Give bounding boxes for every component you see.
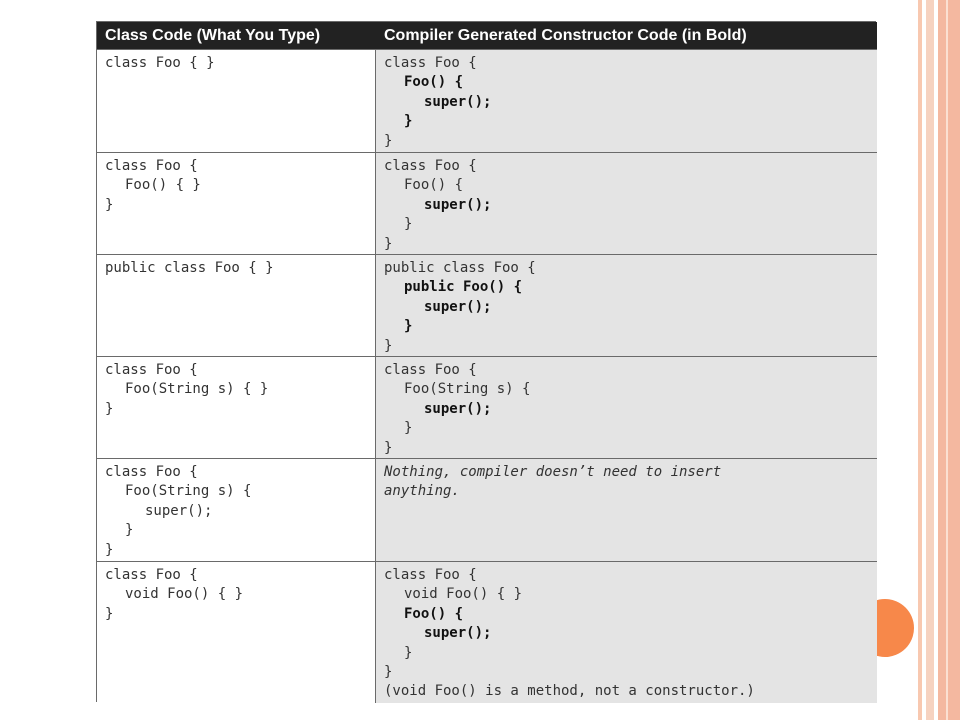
header-compiler-generated: Compiler Generated Constructor Code (in … xyxy=(376,22,877,49)
class-code-cell: class Foo { } xyxy=(97,49,376,152)
generated-code-cell: public class Foo { public Foo() { super();… xyxy=(376,254,877,356)
code-line: anything. xyxy=(384,483,460,500)
code-line: void Foo() { } xyxy=(404,586,523,603)
generated-code-cell: class Foo { Foo(String s) { super();}} xyxy=(376,356,877,458)
code-line: } xyxy=(384,235,393,252)
code-line: } xyxy=(384,439,393,456)
decorative-edge-bar xyxy=(938,0,960,720)
code-line: Foo() { xyxy=(404,74,464,91)
code-line: class Foo { xyxy=(384,567,477,583)
class-code-cell: class Foo { void Foo() { }} xyxy=(97,561,376,703)
code-line: super(); xyxy=(424,400,492,417)
code-line: class Foo { xyxy=(384,362,477,378)
code-line: Nothing, compiler doesn’t need to insert xyxy=(384,464,722,480)
code-line: super(); xyxy=(424,93,492,110)
class-code-cell: class Foo { Foo(String s) { }} xyxy=(97,356,376,458)
code-line: } xyxy=(404,318,413,335)
code-line: public class Foo { } xyxy=(105,260,274,276)
code-line: Foo(String s) { xyxy=(404,381,531,398)
code-line: super(); xyxy=(424,196,492,213)
code-line: super(); xyxy=(424,625,492,642)
code-line: (void Foo() is a method, not a construct… xyxy=(384,683,755,700)
code-line: } xyxy=(125,522,134,539)
generated-code-cell: class Foo { void Foo() { } Foo() { super();… xyxy=(376,561,877,703)
code-line: } xyxy=(404,420,413,437)
class-code-cell: public class Foo { } xyxy=(97,254,376,356)
code-line: class Foo { xyxy=(384,158,477,174)
code-line: Foo() { } xyxy=(125,177,201,194)
header-class-code: Class Code (What You Type) xyxy=(97,22,376,49)
code-line: super(); xyxy=(145,502,213,519)
code-line: } xyxy=(105,196,114,213)
code-line: } xyxy=(384,664,393,681)
generated-code-cell: class Foo { Foo() { super();}} xyxy=(376,152,877,254)
code-line: super(); xyxy=(424,298,492,315)
code-line: public class Foo { xyxy=(384,260,536,276)
code-line: class Foo { xyxy=(105,158,198,174)
decorative-edge-bar xyxy=(918,0,922,720)
code-line: } xyxy=(384,132,393,149)
code-line: } xyxy=(384,337,393,354)
code-line: class Foo { xyxy=(105,362,198,378)
code-line: } xyxy=(404,644,413,661)
class-code-cell: class Foo { Foo() { }} xyxy=(97,152,376,254)
code-line: Foo(String s) { xyxy=(125,483,252,500)
code-line: void Foo() { } xyxy=(125,586,244,603)
code-line: class Foo { xyxy=(105,464,198,480)
decorative-edge-bar xyxy=(926,0,934,720)
code-line: Foo() { xyxy=(404,177,464,194)
generated-code-cell: Nothing, compiler doesn’t need to insert… xyxy=(376,458,877,561)
code-line: class Foo { } xyxy=(105,55,215,71)
generated-code-cell: class Foo { Foo() { super();}} xyxy=(376,49,877,152)
decorative-edge-bar xyxy=(946,0,948,720)
code-line: class Foo { xyxy=(105,567,198,583)
class-code-cell: class Foo { Foo(String s) { super();}} xyxy=(97,458,376,561)
code-line: Foo(String s) { } xyxy=(125,381,269,398)
code-line: } xyxy=(105,605,114,622)
constructor-comparison-table: Class Code (What You Type) Compiler Gene… xyxy=(96,21,877,703)
code-line: } xyxy=(404,113,413,130)
code-line: } xyxy=(105,400,114,417)
code-line: } xyxy=(105,541,114,558)
code-line: Foo() { xyxy=(404,605,464,622)
code-line: } xyxy=(404,216,413,233)
code-line: class Foo { xyxy=(384,55,477,71)
code-line: public Foo() { xyxy=(404,279,523,296)
